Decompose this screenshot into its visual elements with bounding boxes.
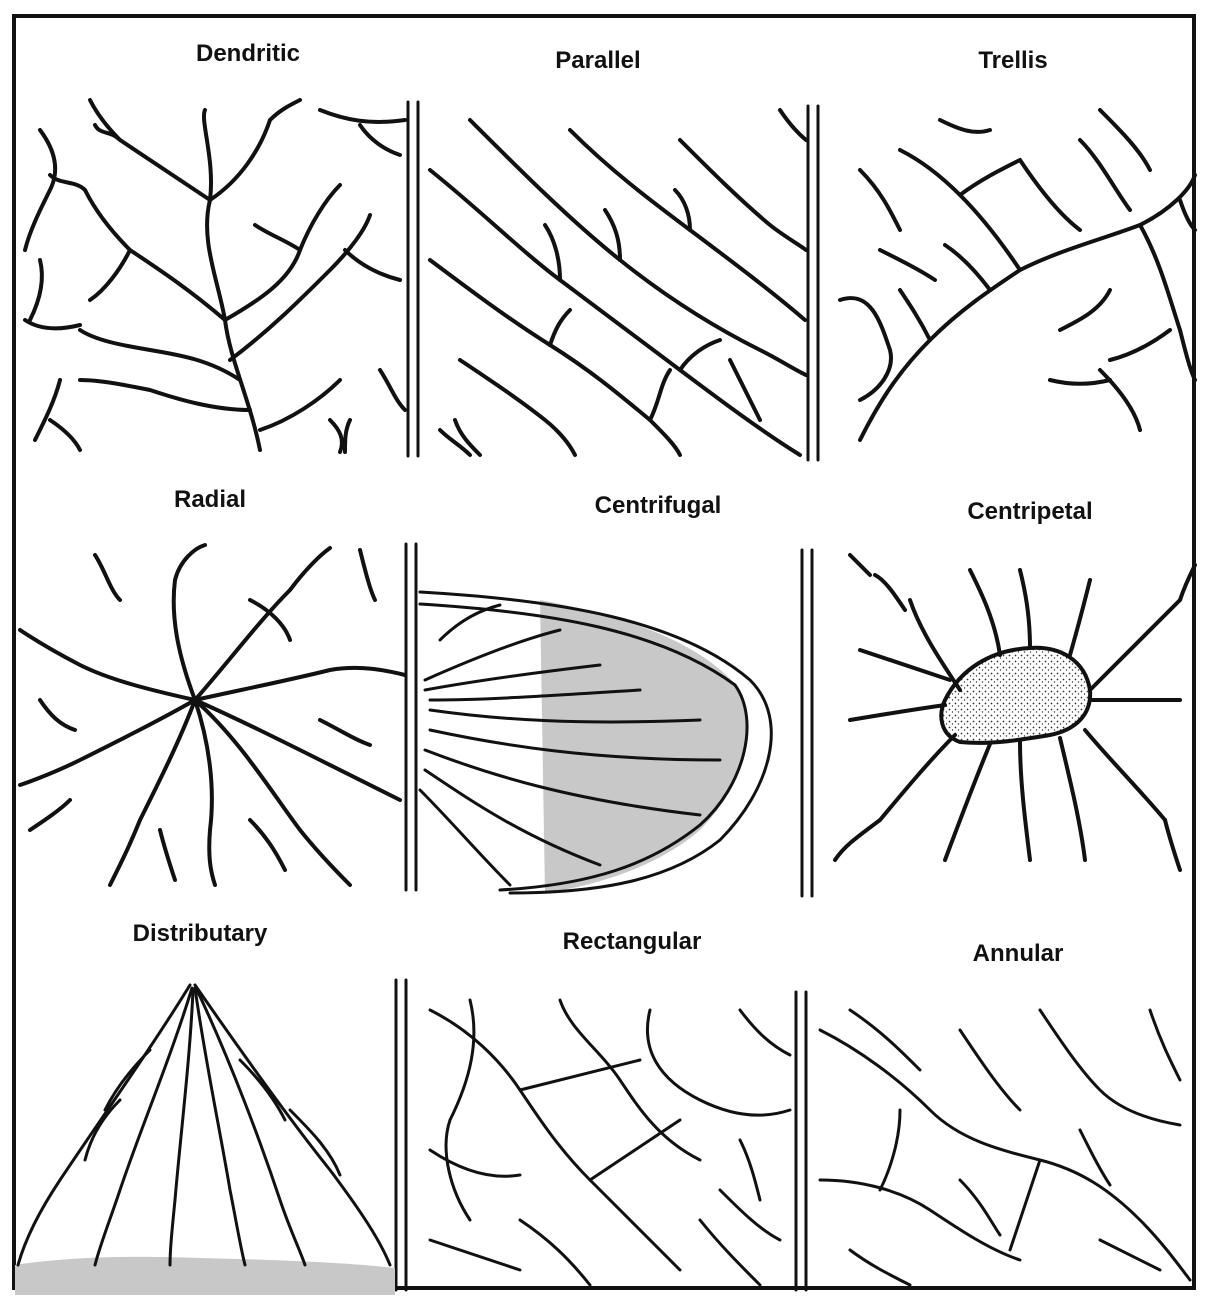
pattern-rectangular — [430, 1000, 790, 1285]
pattern-centrifugal — [420, 592, 771, 893]
pattern-annular — [820, 1010, 1190, 1285]
pattern-trellis — [840, 110, 1195, 440]
pattern-parallel — [430, 110, 806, 455]
pattern-distributary — [15, 985, 395, 1295]
pattern-dendritic — [25, 100, 405, 452]
pattern-radial — [20, 545, 405, 885]
pattern-centripetal — [835, 555, 1195, 870]
